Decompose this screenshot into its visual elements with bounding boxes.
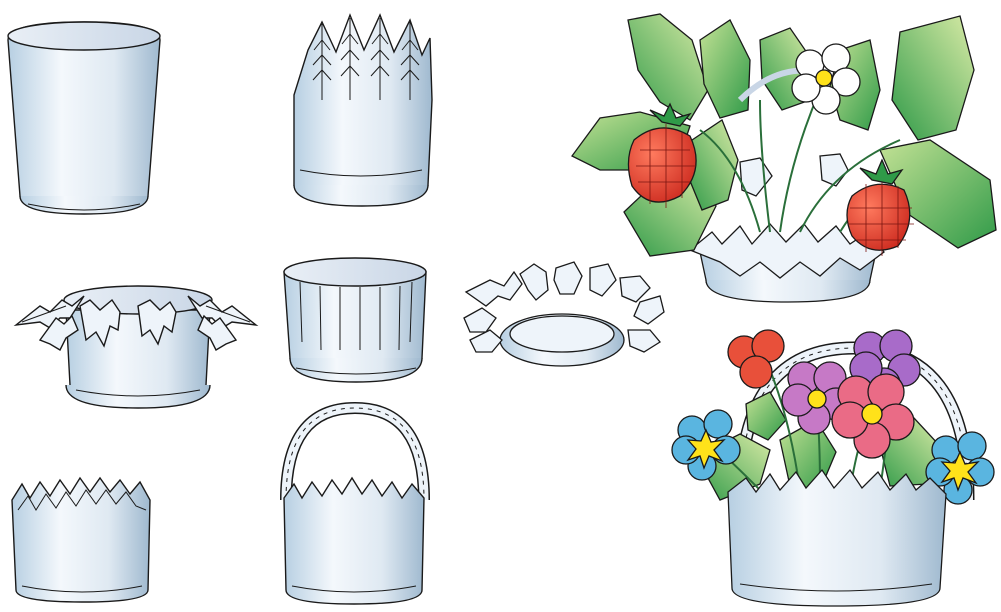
step-cup-cut-leaves <box>294 15 432 206</box>
step-flat-star <box>464 262 664 366</box>
step-cup-leaves-bent <box>16 286 256 408</box>
result-flower-basket <box>672 330 994 606</box>
step-cup-strips <box>284 258 426 382</box>
step-cup-zigzag <box>12 478 150 602</box>
result-strawberry-basket <box>572 14 996 302</box>
step-basket-handle <box>284 408 424 604</box>
step-cup-plain <box>8 22 160 214</box>
